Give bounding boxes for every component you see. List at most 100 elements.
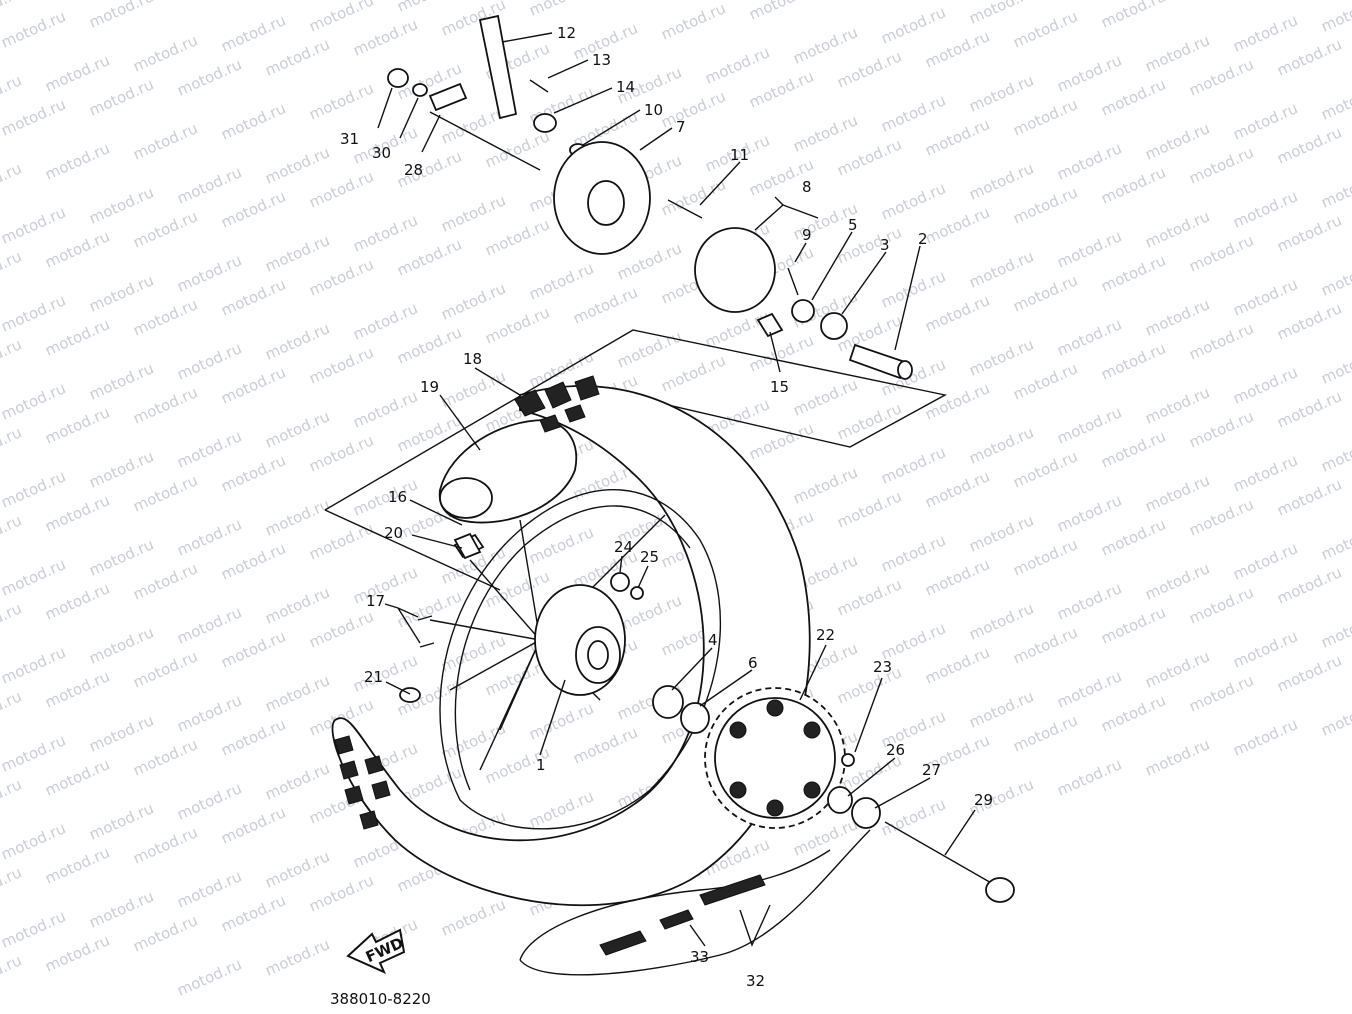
drive-chain <box>519 829 871 976</box>
watermark-text: motod.ru <box>1186 407 1256 451</box>
watermark-text: motod.ru <box>262 231 332 275</box>
watermark-text: motod.ru <box>526 523 596 567</box>
callout-23: 23 <box>873 658 892 676</box>
watermark-text: motod.ru <box>1142 471 1212 515</box>
watermark-text: motod.ru <box>0 291 68 335</box>
callout-18: 18 <box>463 350 482 368</box>
watermark-text: motod.ru <box>1318 343 1352 387</box>
watermark-text: motod.ru <box>218 187 288 231</box>
watermark-text: motod.ru <box>482 303 552 347</box>
watermark-text: motod.ru <box>1010 535 1080 579</box>
watermark-text: motod.ru <box>1186 319 1256 363</box>
watermark-text: motod.ru <box>174 603 244 647</box>
watermark-text: motod.ru <box>1142 735 1212 779</box>
watermark-text: motod.ru <box>1098 691 1168 735</box>
watermark-text: motod.ru <box>86 183 156 227</box>
watermark-text: motod.ru <box>42 843 112 887</box>
callout-22: 22 <box>816 626 835 644</box>
watermark-text: motod.ru <box>394 323 464 367</box>
watermark-text: motod.ru <box>350 475 420 519</box>
watermark-text: motod.ru <box>1318 607 1352 651</box>
watermark-text: motod.ru <box>0 203 68 247</box>
watermark-text: motod.ru <box>262 35 332 79</box>
watermark-text: motod.ru <box>1318 431 1352 475</box>
watermark-text: motod.ru <box>306 431 376 475</box>
watermark-text: motod.ru <box>966 159 1036 203</box>
watermark-text: motod.ru <box>1010 7 1080 51</box>
callout-11: 11 <box>730 146 749 164</box>
callout-24: 24 <box>614 538 633 556</box>
watermark-text: motod.ru <box>306 167 376 211</box>
callout-4: 4 <box>708 631 718 649</box>
sprocket-assembly <box>704 687 1015 903</box>
watermark-text: motod.ru <box>86 799 156 843</box>
watermark-text: motod.ru <box>966 335 1036 379</box>
watermark-text: motod.ru <box>746 67 816 111</box>
watermark-text: motod.ru <box>218 891 288 935</box>
watermark-text: motod.ru <box>1098 251 1168 295</box>
watermark-text: motod.ru <box>218 715 288 759</box>
watermark-text: motod.ru <box>790 111 860 155</box>
watermark-text: motod.ru <box>0 555 68 599</box>
watermark-text: motod.ru <box>174 867 244 911</box>
watermark-text: motod.ru <box>0 511 24 555</box>
watermark-text: motod.ru <box>1098 163 1168 207</box>
watermark-text: motod.ru <box>1186 143 1256 187</box>
watermark-text: motod.ru <box>306 255 376 299</box>
watermark-text: motod.ru <box>42 315 112 359</box>
watermark-text: motod.ru <box>1186 583 1256 627</box>
watermark-text: motod.ru <box>130 735 200 779</box>
watermark-text: motod.ru <box>0 95 68 139</box>
watermark-text: motod.ru <box>1230 627 1300 671</box>
watermark-text: motod.ru <box>1186 231 1256 275</box>
watermark-text: motod.ru <box>966 423 1036 467</box>
watermark-text: motod.ru <box>1098 603 1168 647</box>
callout-33: 33 <box>690 948 709 966</box>
watermark-text: motod.ru <box>1142 31 1212 75</box>
watermark-text: motod.ru <box>1098 339 1168 383</box>
watermark-text: motod.ru <box>966 247 1036 291</box>
watermark-text: motod.ru <box>174 251 244 295</box>
watermark-text: motod.ru <box>1098 515 1168 559</box>
watermark-text: motod.ru <box>1274 123 1344 167</box>
watermark-text: motod.ru <box>438 631 508 675</box>
callout-2: 2 <box>918 230 928 248</box>
watermark-text: motod.ru <box>878 179 948 223</box>
watermark-text: motod.ru <box>1098 427 1168 471</box>
watermark-text: motod.ru <box>1054 755 1124 799</box>
watermark-text: motod.ru <box>658 0 728 44</box>
watermark-text: motod.ru <box>1230 715 1300 759</box>
watermark-text: motod.ru <box>174 515 244 559</box>
callout-13: 13 <box>592 51 611 69</box>
callout-3: 3 <box>880 236 890 254</box>
watermark-text: motod.ru <box>86 623 156 667</box>
watermark-text: motod.ru <box>1318 255 1352 299</box>
callout-25: 25 <box>640 548 659 566</box>
watermark-text: motod.ru <box>1054 139 1124 183</box>
watermark-text: motod.ru <box>86 75 156 119</box>
watermark-text: motod.ru <box>438 719 508 763</box>
watermark-text: motod.ru <box>350 387 420 431</box>
watermark-text: motod.ru <box>702 307 772 351</box>
watermark-text: motod.ru <box>1186 55 1256 99</box>
callout-20: 20 <box>384 524 403 542</box>
watermark-text: motod.ru <box>526 0 596 20</box>
watermark-text: motod.ru <box>1054 403 1124 447</box>
watermark-text: motod.ru <box>130 207 200 251</box>
watermark-text: motod.ru <box>0 247 24 291</box>
watermark-text: motod.ru <box>218 99 288 143</box>
watermark-text: motod.ru <box>174 163 244 207</box>
watermark-text: motod.ru <box>262 583 332 627</box>
watermark-text: motod.ru <box>130 559 200 603</box>
watermark-text: motod.ru <box>218 11 288 55</box>
watermark-text: motod.ru <box>790 23 860 67</box>
watermark-text: motod.ru <box>1274 475 1344 519</box>
watermark-text: motod.ru <box>0 907 68 951</box>
watermark-text: motod.ru <box>1142 383 1212 427</box>
watermark-text: motod.ru <box>526 699 596 743</box>
watermark-text: motod.ru <box>922 555 992 599</box>
callout-29: 29 <box>974 791 993 809</box>
watermark-text: motod.ru <box>0 379 68 423</box>
watermark-text: motod.ru <box>262 143 332 187</box>
